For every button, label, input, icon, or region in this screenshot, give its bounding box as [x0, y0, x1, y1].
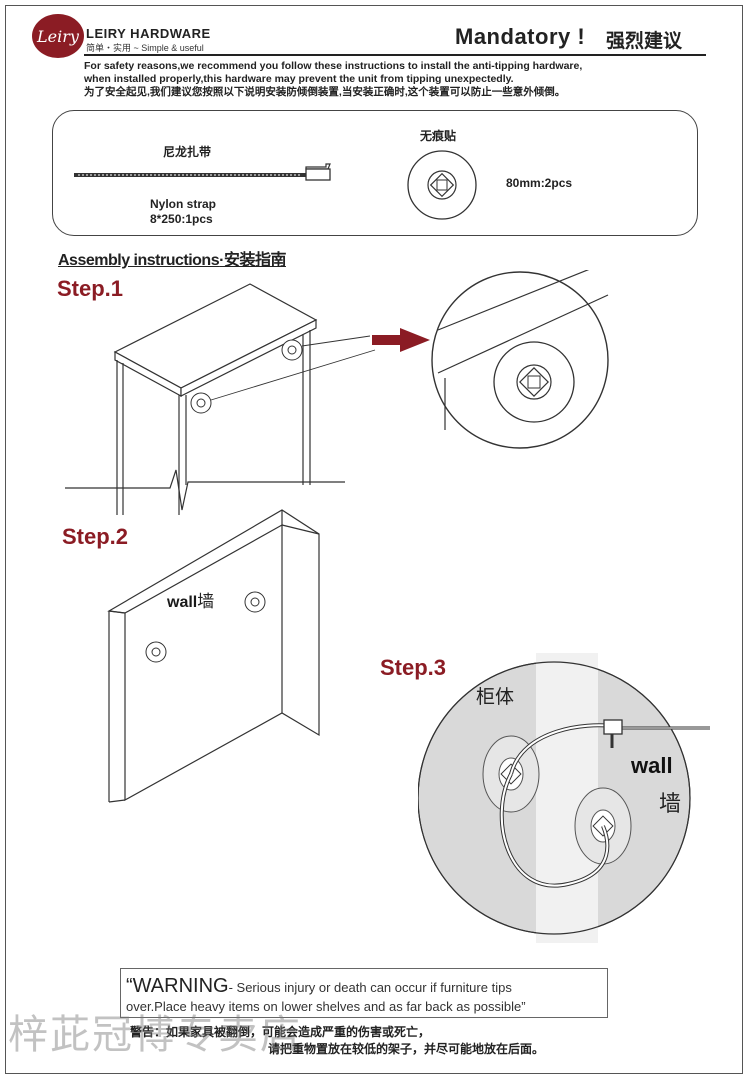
step-2-wall-label: wall墙	[167, 587, 214, 612]
assembly-title-cn: ·安装指南	[219, 252, 286, 269]
nylon-strap-icon	[74, 163, 331, 181]
step-3-wall-cn: 墙	[659, 791, 682, 816]
step-1-illustration	[65, 270, 609, 515]
strap-label-cn: 尼龙扎带	[163, 145, 212, 159]
step-3-cabinet-label: 柜体	[476, 687, 515, 708]
intro-line-1: For safety reasons,we recommend you foll…	[84, 60, 583, 72]
warning-box	[120, 968, 608, 1018]
page-frame	[5, 5, 743, 1074]
mandatory-title-cn: 强烈建议	[606, 31, 683, 52]
logo-text: Leiry	[37, 26, 79, 46]
step-3-label: Step.3	[380, 655, 447, 680]
warning-line-1: “WARNING- Serious injury or death can oc…	[126, 975, 512, 998]
step-3-illustration	[418, 653, 710, 943]
store-watermark: 梓茈冠博专卖店	[8, 1012, 302, 1058]
parts-box	[52, 110, 698, 236]
warning-cn-2: 请把重物置放在较低的架子，并尽可能地放在后面。	[268, 1042, 545, 1056]
step-3-wall-en: wall	[631, 753, 673, 778]
assembly-title-en: Assembly instructions	[58, 252, 220, 269]
step-2-wall-cn: 墙	[197, 592, 215, 611]
brand-name: LEIRY HARDWARE	[86, 26, 211, 41]
step-2-illustration	[107, 509, 320, 803]
warning-cn-1: 警告：如果家具被翻倒，可能会造成严重的伤害或死亡，	[130, 1025, 431, 1039]
intro-text: For safety reasons,we recommend you foll…	[84, 60, 714, 99]
mandatory-title: Mandatory !	[455, 24, 586, 49]
intro-line-3: 为了安全起见,我们建议您按照以下说明安装防倾倒装置,当安装正确时,这个装置可以防…	[84, 86, 566, 98]
intro-line-2: when installed properly,this hardware ma…	[84, 73, 514, 85]
brand-slogan: 简单・实用 ~ Simple & useful	[86, 43, 204, 53]
warning-lead: “WARNING	[126, 975, 229, 997]
assembly-title: Assembly instructions·安装指南	[58, 246, 286, 270]
step-2-wall-en: wall	[167, 594, 198, 611]
step-2-label: Step.2	[62, 524, 129, 549]
brand-logo: Leiry	[32, 14, 84, 58]
pad-label-cn: 无痕贴	[420, 129, 457, 143]
warning-text-2: over.Place heavy items on lower shelves …	[126, 999, 526, 1014]
warning-text-1: - Serious injury or death can occur if f…	[228, 980, 512, 995]
strap-quantity: 8*250:1pcs	[150, 212, 213, 226]
adhesive-pad-icon	[407, 150, 477, 220]
header-divider	[84, 54, 706, 56]
pad-quantity: 80mm:2pcs	[506, 176, 573, 190]
step-1-label: Step.1	[57, 276, 124, 301]
strap-label-en: Nylon strap	[150, 197, 217, 211]
